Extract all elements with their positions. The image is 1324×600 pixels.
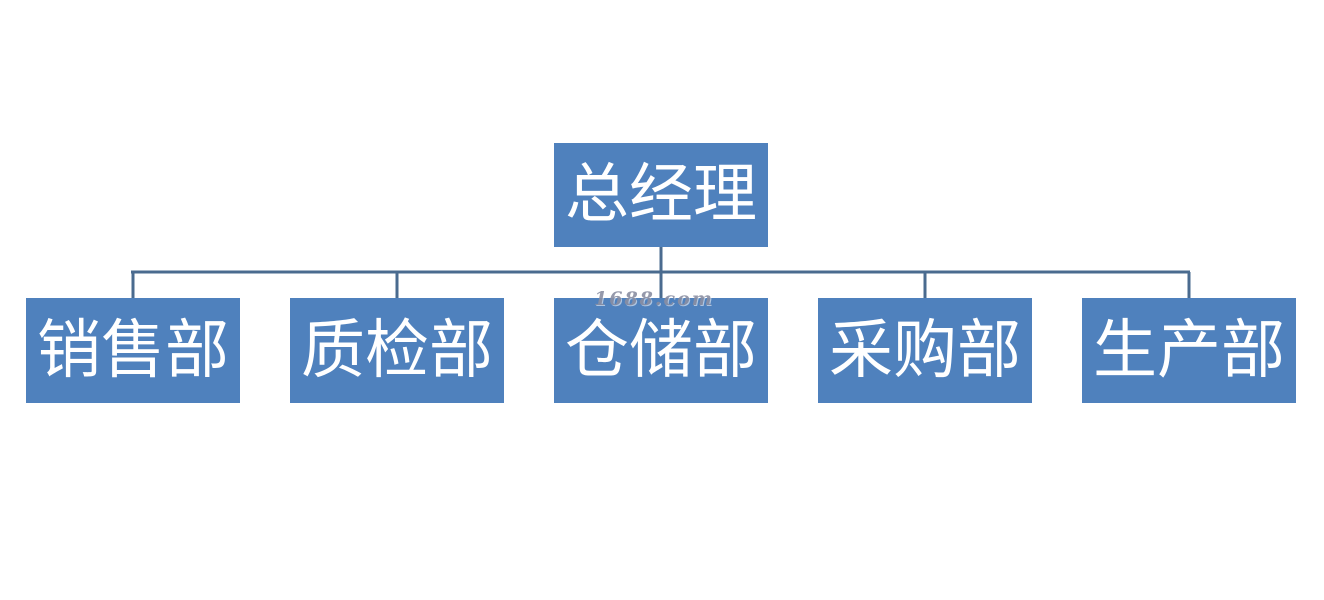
- root-node-label: 总经理: [565, 158, 757, 232]
- dept-node-quality-control: 质检部: [290, 298, 504, 403]
- dept-node-label: 销售部: [37, 313, 229, 388]
- dept-node-label: 生产部: [1093, 313, 1285, 388]
- dept-node-production: 生产部: [1082, 298, 1296, 403]
- root-node-general-manager: 总经理: [554, 143, 768, 247]
- dept-node-label: 质检部: [301, 313, 493, 388]
- dept-node-warehouse: 仓储部: [554, 298, 768, 403]
- dept-node-sales: 销售部: [26, 298, 240, 403]
- watermark: 1688.com: [594, 288, 714, 310]
- dept-node-purchasing: 采购部: [818, 298, 1032, 403]
- dept-node-label: 仓储部: [565, 313, 757, 388]
- dept-node-label: 采购部: [829, 313, 1021, 388]
